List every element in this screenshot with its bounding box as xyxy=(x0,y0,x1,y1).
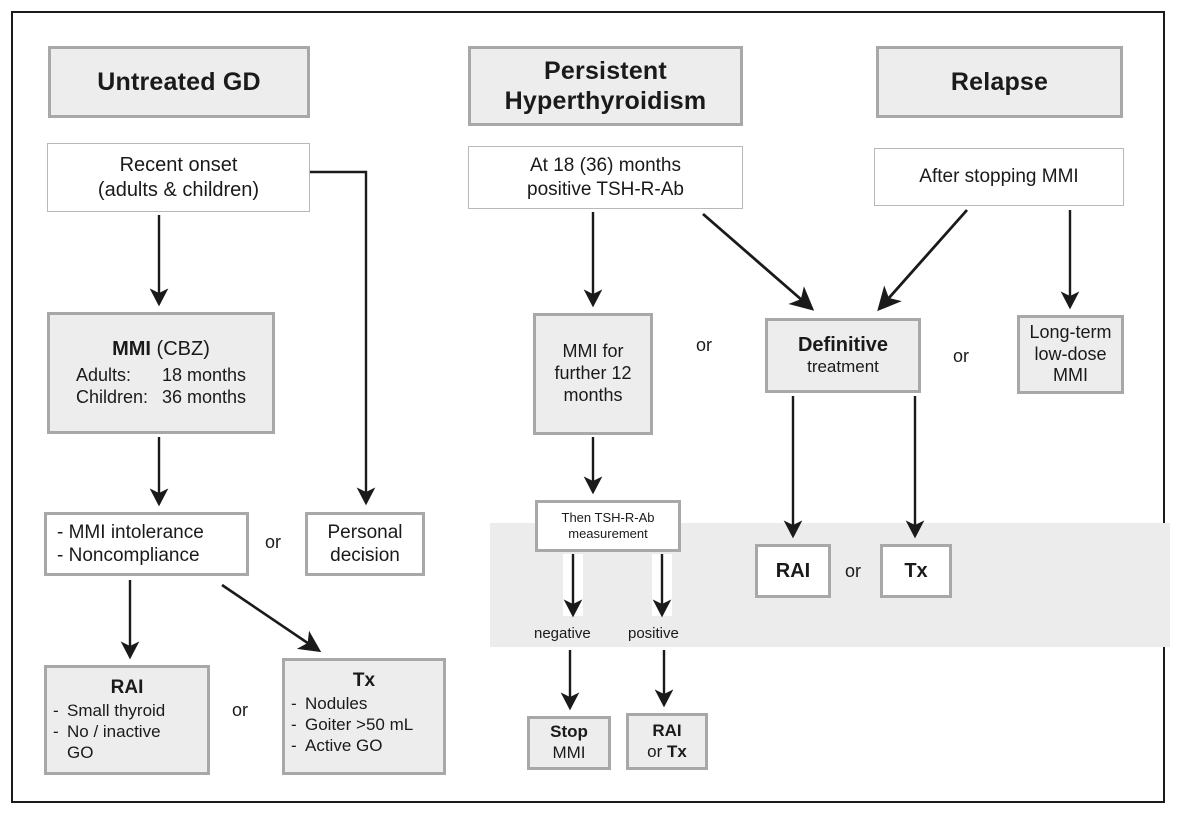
after-stopping-label: After stopping MMI xyxy=(919,166,1079,188)
node-stop-mmi: Stop MMI xyxy=(527,716,611,770)
or-connector-3: or xyxy=(696,335,713,355)
mmi-adults-label: Adults: xyxy=(75,364,131,385)
rai-left-bullet-2-label: No / inactive xyxy=(67,721,161,741)
tx-left-bullet-1-label: Nodules xyxy=(305,694,368,714)
at-18-line-1: At 18 (36) months xyxy=(529,155,682,177)
definitive-line-1: Definitive xyxy=(797,333,889,356)
node-mmi-cbz: MMI (CBZ) Adults: 18 months Children: 36 m… xyxy=(47,312,275,434)
or-connector-1: or xyxy=(265,532,282,552)
bullet-dash: - xyxy=(53,701,59,721)
node-rai-left: RAI -Small thyroid -No / inactive GO xyxy=(44,665,210,775)
mmi-further-line-3: months xyxy=(563,384,623,405)
header-persistent-line-1: Persistent xyxy=(544,56,667,85)
node-tx-mid: Tx xyxy=(880,544,952,598)
node-tx-left: Tx -Nodules -Goiter >50 mL -Active GO xyxy=(282,658,446,775)
or-connector-4: or xyxy=(953,346,970,366)
then-tsh-line-2: measurement xyxy=(568,526,648,541)
rai-left-bullets: -Small thyroid -No / inactive GO xyxy=(47,701,207,763)
mmi-adults-row: Adults: 18 months xyxy=(76,365,246,387)
stop-mmi-line-1: Stop xyxy=(550,722,588,742)
recent-onset-line-2: (adults & children) xyxy=(97,178,260,201)
recent-onset-line-1: Recent onset xyxy=(119,154,238,177)
rai-or-tx-line-1: RAI xyxy=(652,720,682,740)
mmi-children-label: Children: xyxy=(75,386,149,407)
longterm-line-2: low-dose xyxy=(1034,343,1107,364)
rai-left-bullet-3-label: GO xyxy=(67,742,94,762)
tx-left-bullet-3: -Active GO xyxy=(291,736,443,757)
longterm-line-1: Long-term xyxy=(1029,321,1112,342)
node-after-stopping-mmi: After stopping MMI xyxy=(874,148,1124,206)
node-rai-mid: RAI xyxy=(755,544,831,598)
tx-left-bullet-3-label: Active GO xyxy=(305,735,383,755)
tx-left-bullets: -Nodules -Goiter >50 mL -Active GO xyxy=(285,694,443,756)
label-negative: negative xyxy=(534,625,591,642)
tx-left-title: Tx xyxy=(352,670,376,691)
definitive-line-2: treatment xyxy=(807,357,879,377)
longterm-line-3: MMI xyxy=(1053,365,1088,386)
bullet-dash: - xyxy=(291,714,297,734)
header-relapse: Relapse xyxy=(876,46,1123,118)
rai-or-tx-bold: Tx xyxy=(667,741,687,761)
tx-mid-label: Tx xyxy=(904,559,928,582)
mmi-cbz-bold: MMI xyxy=(112,338,151,361)
rai-or-tx-line-2: or Tx xyxy=(647,742,687,763)
header-persistent-hyperthyroidism: Persistent Hyperthyroidism xyxy=(468,46,743,126)
personal-decision-line-1: Personal xyxy=(327,521,403,543)
node-longterm-low-dose-mmi: Long-term low-dose MMI xyxy=(1017,315,1124,394)
intolerance-line-1: - MMI intolerance xyxy=(57,521,204,543)
or-connector-5: or xyxy=(845,561,862,581)
node-personal-decision: Personal decision xyxy=(305,512,425,576)
tx-left-bullet-2: -Goiter >50 mL xyxy=(291,715,443,736)
rai-left-bullet-2: -No / inactive xyxy=(53,722,207,743)
node-recent-onset: Recent onset (adults & children) xyxy=(47,143,310,212)
outer-frame xyxy=(11,11,1165,803)
or-connector-2: or xyxy=(232,700,249,720)
mmi-adults-value: 18 months xyxy=(161,364,247,385)
intolerance-line-2: - Noncompliance xyxy=(57,545,200,566)
rai-left-bullet-1-label: Small thyroid xyxy=(67,701,166,721)
bullet-dash: - xyxy=(53,721,59,741)
mmi-children-row: Children: 36 months xyxy=(76,387,246,409)
header-relapse-label: Relapse xyxy=(950,67,1049,96)
node-definitive-treatment: Definitive treatment xyxy=(765,318,921,393)
rai-left-title: RAI xyxy=(110,677,144,698)
header-untreated-gd: Untreated GD xyxy=(48,46,310,118)
rai-or-tx-or: or xyxy=(647,741,667,761)
rai-mid-label: RAI xyxy=(775,559,811,582)
rai-left-bullet-3: GO xyxy=(53,743,207,764)
header-untreated-gd-label: Untreated GD xyxy=(97,67,261,96)
mmi-cbz-rest: (CBZ) xyxy=(151,338,210,361)
node-then-tsh-measurement: Then TSH-R-Ab measurement xyxy=(535,500,681,552)
personal-decision-line-2: decision xyxy=(330,545,400,566)
bullet-dash: - xyxy=(291,735,297,755)
then-tsh-line-1: Then TSH-R-Ab xyxy=(561,510,655,526)
node-mmi-further-12: MMI for further 12 months xyxy=(533,313,653,435)
label-positive: positive xyxy=(628,625,679,642)
mmi-cbz-title: MMI (CBZ) xyxy=(112,337,210,361)
node-rai-or-tx: RAI or Tx xyxy=(626,713,708,770)
tx-left-bullet-1: -Nodules xyxy=(291,694,443,715)
at-18-line-2: positive TSH-R-Ab xyxy=(527,178,684,200)
tx-left-bullet-2-label: Goiter >50 mL xyxy=(305,714,414,734)
rai-left-bullet-1: -Small thyroid xyxy=(53,701,207,722)
mmi-further-line-1: MMI for xyxy=(562,341,624,362)
node-mmi-intolerance: - MMI intolerance - Noncompliance xyxy=(44,512,249,576)
bullet-dash: - xyxy=(291,694,297,714)
mmi-children-value: 36 months xyxy=(161,386,247,407)
mmi-further-line-2: further 12 xyxy=(554,363,632,384)
stop-mmi-line-2: MMI xyxy=(552,743,586,762)
header-persistent-line-2: Hyperthyroidism xyxy=(504,87,707,115)
node-at-18-months: At 18 (36) months positive TSH-R-Ab xyxy=(468,146,743,209)
